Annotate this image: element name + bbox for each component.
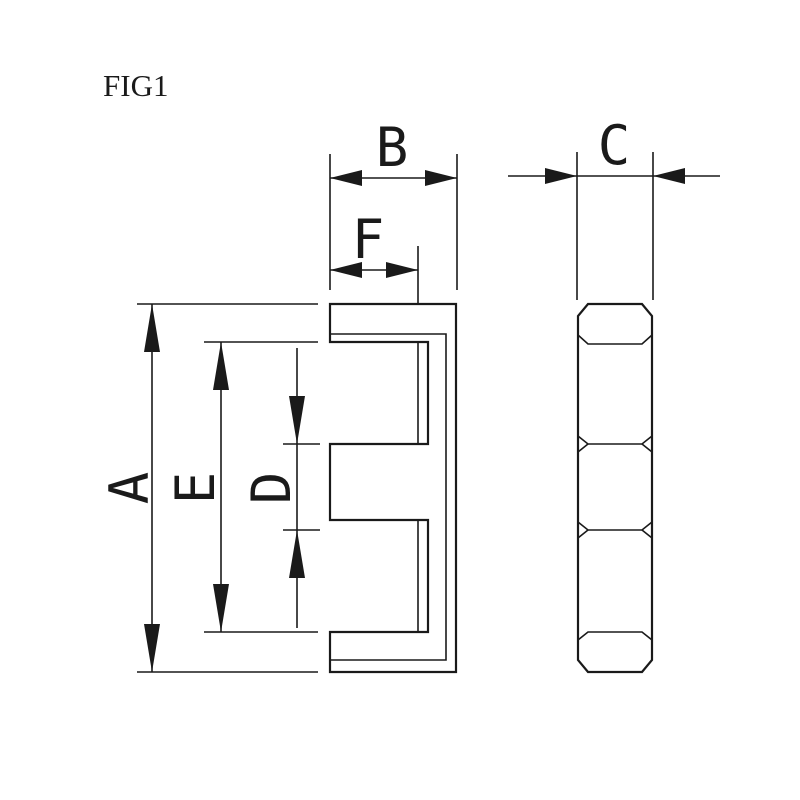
dimension-c-label: C [598, 114, 631, 177]
dimension-e [204, 341, 318, 633]
e-core-outer-outline [328, 302, 458, 674]
dimension-e-label: E [164, 472, 227, 505]
e-core-front-view [328, 302, 458, 674]
e-core-top-leg-chamfer [330, 341, 419, 444]
dimension-b-label: B [376, 116, 409, 179]
figure-title: FIG1 [103, 68, 168, 103]
side-view-upper-bevel [577, 435, 653, 445]
dimension-f-label: F [352, 208, 385, 271]
dimension-d-label: D [240, 472, 303, 505]
side-view-top-bevel [577, 334, 653, 345]
side-view-lower-bevel [577, 521, 653, 531]
e-core-side-view [576, 302, 654, 674]
e-core-inner-chamfer-line [330, 333, 447, 661]
e-core-bottom-leg-chamfer [330, 519, 419, 632]
side-view-outline [576, 302, 654, 674]
side-view-bottom-bevel [577, 631, 653, 641]
side-view-lower-bevel-under [577, 529, 653, 539]
dimension-d [283, 348, 320, 628]
dimension-a [137, 303, 318, 673]
side-view-upper-bevel-under [577, 443, 653, 453]
dimension-b [329, 154, 458, 290]
dimension-a-label: A [98, 472, 161, 505]
dimension-f [330, 246, 419, 304]
dimension-c [508, 152, 720, 300]
